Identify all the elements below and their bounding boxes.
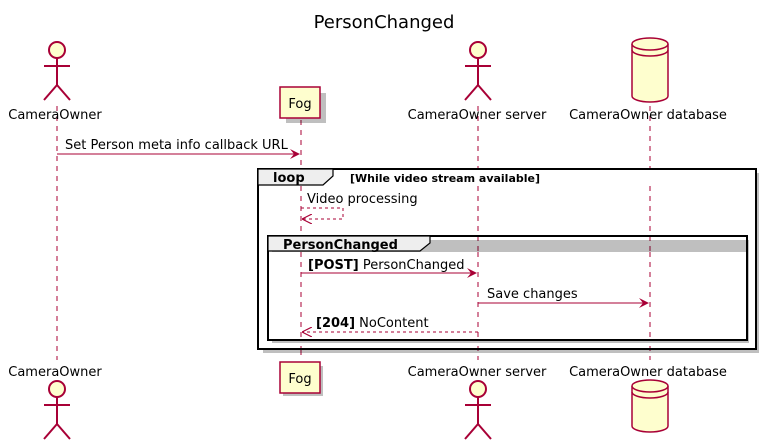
participant-label: CameraOwner: [8, 365, 102, 380]
message-no-content: [204] NoContent: [303, 316, 478, 332]
participant-label: CameraOwner server: [408, 365, 547, 380]
database-top: CameraOwner database: [569, 37, 727, 123]
actor-figure-icon: [464, 41, 492, 101]
group-keyword: PersonChanged: [283, 238, 398, 253]
http-method: [POST]: [308, 258, 359, 273]
http-status: [204]: [316, 316, 355, 331]
actor-figure-icon: [43, 380, 71, 440]
message-video-processing: Video processing: [301, 192, 418, 219]
participant-label: CameraOwner server: [408, 108, 547, 123]
message-label: Save changes: [487, 287, 578, 302]
participant-label: Fog: [288, 372, 311, 387]
message-text: PersonChanged: [359, 258, 465, 273]
database-cylinder-icon: [631, 37, 669, 103]
message-label: [204] NoContent: [316, 316, 429, 331]
actor-figure-icon: [464, 380, 492, 440]
participant-fog-bottom: Fog: [279, 361, 323, 396]
participant-label: CameraOwner database: [569, 108, 727, 123]
actor-camera-owner-bottom: CameraOwner: [8, 365, 102, 440]
database-bottom: CameraOwner database: [569, 365, 727, 433]
participant-fog-top: Fog: [279, 86, 326, 123]
actor-figure-icon: [43, 41, 71, 101]
message-set-callback: Set Person meta info callback URL: [57, 138, 300, 159]
participant-label: CameraOwner database: [569, 365, 727, 380]
database-cylinder-icon: [631, 379, 669, 433]
message-label: [POST] PersonChanged: [308, 258, 465, 273]
message-label: Set Person meta info callback URL: [65, 138, 289, 153]
message-text: NoContent: [355, 316, 429, 331]
participant-label: CameraOwner: [8, 108, 102, 123]
message-save-changes: Save changes: [478, 287, 649, 308]
actor-server-top: CameraOwner server: [408, 41, 547, 123]
diagram-title: PersonChanged: [314, 12, 455, 33]
loop-keyword: loop: [273, 171, 305, 186]
loop-condition: [While video stream available]: [350, 172, 540, 185]
actor-server-bottom: CameraOwner server: [408, 365, 547, 440]
actor-camera-owner-top: CameraOwner: [8, 41, 102, 123]
message-label: Video processing: [307, 192, 418, 207]
participant-label: Fog: [288, 97, 311, 112]
message-post-person-changed: [POST] PersonChanged: [301, 258, 477, 278]
